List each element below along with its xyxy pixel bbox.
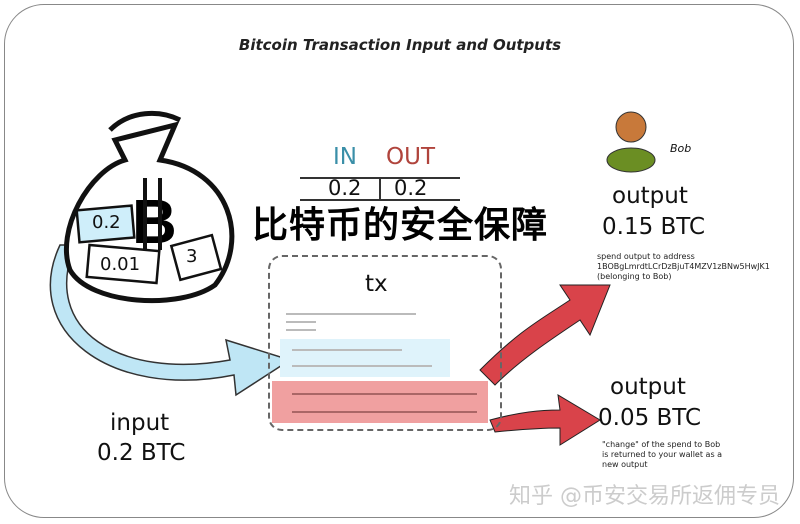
bob-avatar-icon bbox=[606, 111, 656, 173]
input-highlight bbox=[280, 339, 450, 377]
input-arrow-blue bbox=[49, 244, 292, 397]
tx-label: tx bbox=[365, 271, 388, 297]
diagram-title: Bitcoin Transaction Input and Outputs bbox=[238, 36, 562, 54]
coin-value: 0.01 bbox=[100, 254, 141, 275]
bob-label: Bob bbox=[670, 142, 692, 155]
output1-label: output bbox=[612, 183, 688, 209]
output2-amount: 0.05 BTC bbox=[598, 405, 702, 431]
coin-value: 0.2 bbox=[92, 212, 121, 233]
output-highlight bbox=[272, 381, 488, 423]
out-value: 0.2 bbox=[394, 176, 428, 200]
input-label: input bbox=[110, 410, 170, 436]
transaction-box: tx bbox=[268, 255, 502, 431]
output-arrow-red-1 bbox=[479, 284, 611, 386]
in-label: IN bbox=[333, 144, 357, 170]
in-value: 0.2 bbox=[328, 176, 362, 200]
overlay-caption: 比特币的安全保障 bbox=[251, 205, 548, 246]
watermark: 知乎 @币安交易所返佣专员 bbox=[509, 484, 780, 509]
diagram-frame bbox=[4, 4, 794, 518]
output1-amount: 0.15 BTC bbox=[602, 214, 706, 240]
input-amount: 0.2 BTC bbox=[97, 440, 186, 466]
bitcoin-icon: B bbox=[132, 188, 177, 257]
output-arrow-red-2 bbox=[489, 394, 601, 446]
output2-label: output bbox=[610, 374, 686, 400]
out-label: OUT bbox=[386, 144, 435, 170]
coin-value: 3 bbox=[186, 246, 198, 267]
